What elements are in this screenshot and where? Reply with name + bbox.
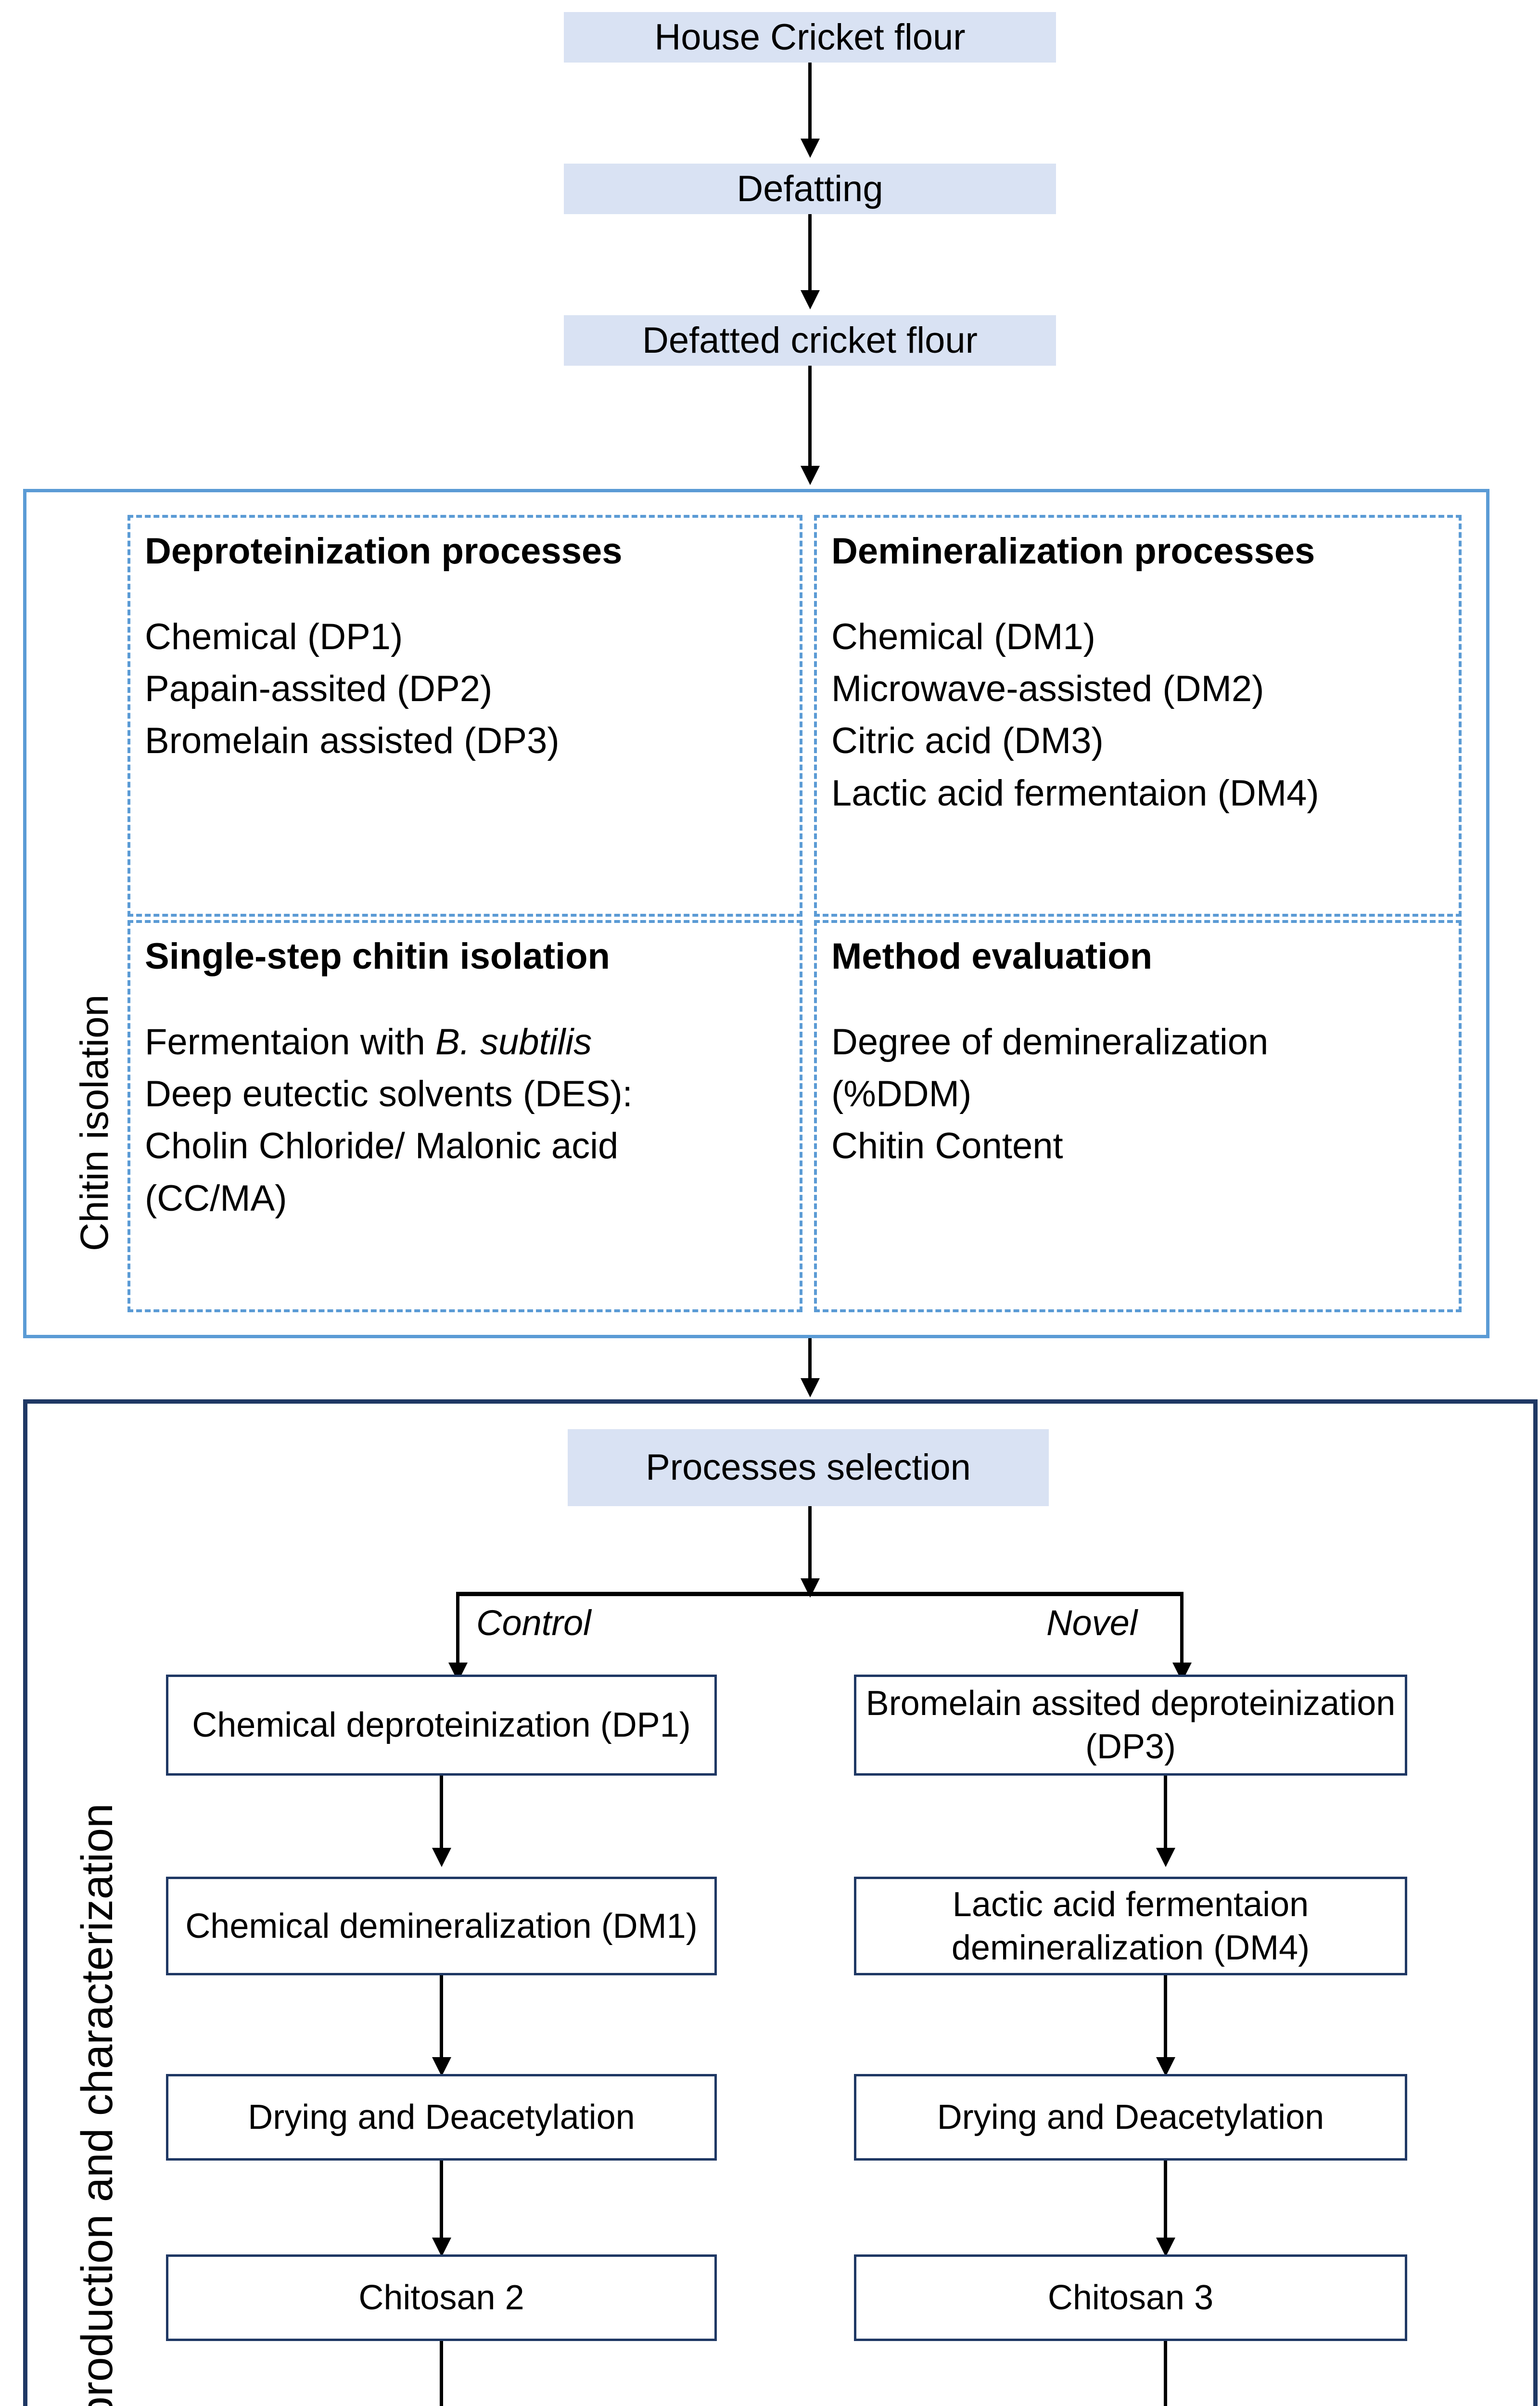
cell-heading: Method evaluation bbox=[831, 936, 1153, 977]
node-processes-selection[interactable]: Processes selection bbox=[568, 1429, 1049, 1506]
arrowhead-right-3 bbox=[1156, 2238, 1175, 2257]
connector-selection-down bbox=[808, 1506, 812, 1590]
cell-item: Cholin Chloride/ Malonic acid bbox=[145, 1126, 619, 1167]
arrowhead-left-3 bbox=[432, 2238, 451, 2257]
node-lactic-acid-demineralization-dm4[interactable]: Lactic acid fermentaion demineralization… bbox=[854, 1877, 1407, 1975]
arrowhead-down-3 bbox=[801, 466, 820, 485]
cell-item: Papain-assited (DP2) bbox=[145, 668, 493, 709]
cell-item: Fermentaion with B. subtilis bbox=[145, 1021, 592, 1062]
arrowhead-left-1 bbox=[432, 1848, 451, 1867]
cell-item: Chitin Content bbox=[831, 1126, 1063, 1167]
node-drying-deacetylation-left[interactable]: Drying and Deacetylation bbox=[166, 2074, 717, 2161]
arrowhead-right-1 bbox=[1156, 1848, 1175, 1867]
cell-item: Lactic acid fermentaion (DM4) bbox=[831, 772, 1319, 814]
connector-right-1 bbox=[1164, 1776, 1167, 1860]
node-chitosan-3[interactable]: Chitosan 3 bbox=[854, 2254, 1407, 2341]
cell-deproteinization-processes: Deproteinization processes Chemical (DP1… bbox=[127, 515, 802, 917]
node-drying-deacetylation-right[interactable]: Drying and Deacetylation bbox=[854, 2074, 1407, 2161]
cell-item: Degree of demineralization bbox=[831, 1021, 1269, 1062]
cell-method-evaluation: Method evaluation Degree of demineraliza… bbox=[814, 920, 1462, 1312]
cell-demineralization-processes: Demineralization processes Chemical (DM1… bbox=[814, 515, 1462, 917]
merge-right-vline bbox=[1164, 2341, 1167, 2406]
chitosan-production-side-label: Chitosan production and characterization bbox=[73, 1803, 122, 2406]
branch-left-vline bbox=[456, 1592, 459, 1678]
arrowhead-down-2 bbox=[801, 290, 820, 309]
connector-left-2 bbox=[440, 1975, 443, 2069]
cell-item: Chemical (DM1) bbox=[831, 616, 1095, 657]
node-chemical-demineralization-dm1[interactable]: Chemical demineralization (DM1) bbox=[166, 1877, 717, 1975]
cell-item: Citric acid (DM3) bbox=[831, 720, 1104, 762]
cell-item: Chemical (DP1) bbox=[145, 616, 403, 657]
cell-item: Bromelain assisted (DP3) bbox=[145, 720, 560, 762]
cell-item: (CC/MA) bbox=[145, 1177, 287, 1219]
split-bar-top bbox=[456, 1592, 1184, 1596]
cell-heading: Deproteinization processes bbox=[145, 531, 623, 572]
branch-right-vline bbox=[1180, 1592, 1184, 1678]
connector-left-1 bbox=[440, 1776, 443, 1860]
cell-item: Deep eutectic solvents (DES): bbox=[145, 1073, 633, 1114]
node-bromelain-deproteinization-dp3[interactable]: Bromelain assited deproteinization (DP3) bbox=[854, 1675, 1407, 1776]
node-chemical-deproteinization-dp1[interactable]: Chemical deproteinization (DP1) bbox=[166, 1675, 717, 1776]
cell-single-step-chitin-isolation: Single-step chitin isolation Fermentaion… bbox=[127, 920, 802, 1312]
arrowhead-right-2 bbox=[1156, 2057, 1175, 2076]
connector-house-to-defatting bbox=[808, 63, 812, 142]
node-defatted-cricket-flour[interactable]: Defatted cricket flour bbox=[564, 315, 1056, 366]
connector-left-3 bbox=[440, 2161, 443, 2250]
cell-heading: Single-step chitin isolation bbox=[145, 936, 610, 977]
node-chitosan-2[interactable]: Chitosan 2 bbox=[166, 2254, 717, 2341]
node-house-cricket-flour[interactable]: House Cricket flour bbox=[564, 12, 1056, 63]
connector-defatting-to-defatted bbox=[808, 214, 812, 294]
connector-chitin-to-chitosan bbox=[808, 1338, 812, 1382]
chitin-isolation-side-label: Chitin isolation bbox=[73, 994, 116, 1251]
connector-right-3 bbox=[1164, 2161, 1167, 2250]
connector-defatted-to-chitin-frame bbox=[808, 366, 812, 469]
node-defatting[interactable]: Defatting bbox=[564, 164, 1056, 214]
arrowhead-left-2 bbox=[432, 2057, 451, 2076]
arrowhead-down-1 bbox=[801, 139, 820, 158]
cell-item: Microwave-assisted (DM2) bbox=[831, 668, 1264, 709]
connector-right-2 bbox=[1164, 1975, 1167, 2069]
cell-item: (%DDM) bbox=[831, 1073, 972, 1114]
merge-left-vline bbox=[440, 2341, 443, 2406]
branch-label-novel: Novel bbox=[1046, 1603, 1138, 1643]
cell-heading: Demineralization processes bbox=[831, 531, 1315, 572]
branch-label-control: Control bbox=[476, 1603, 591, 1643]
arrowhead-down-4 bbox=[801, 1378, 820, 1397]
